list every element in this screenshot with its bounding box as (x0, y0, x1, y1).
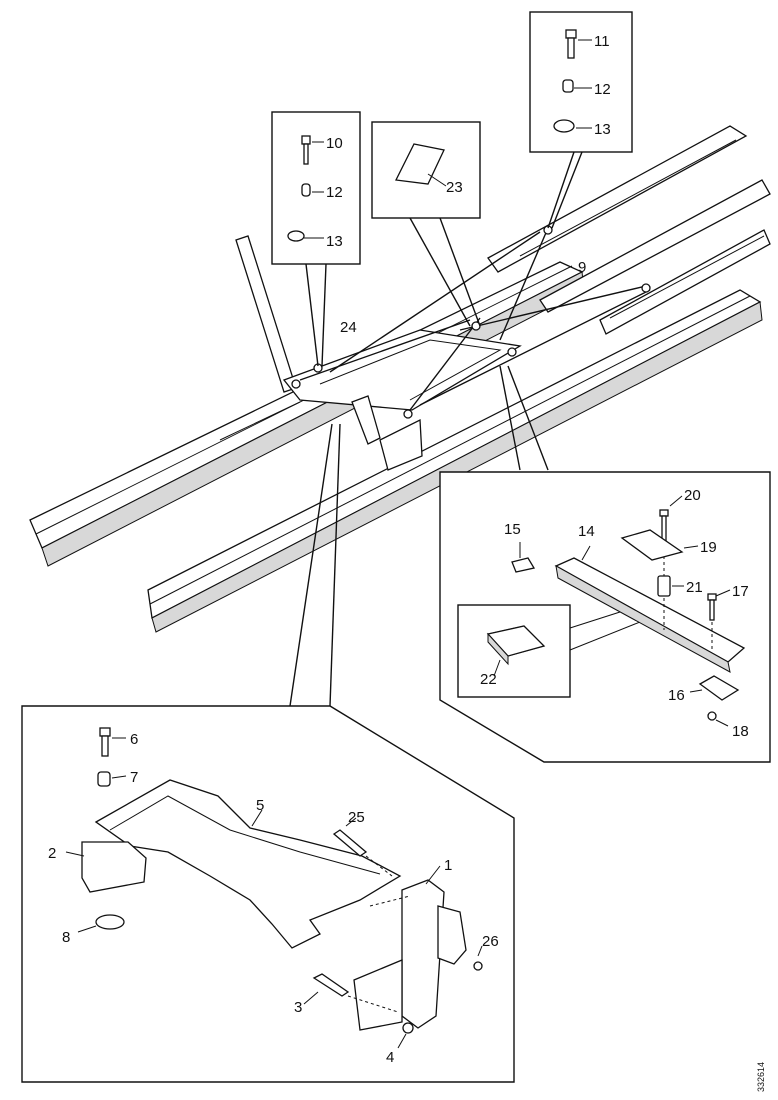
detail-box-support-bracket (21, 423, 515, 1083)
callout-2: 2 (48, 845, 56, 862)
callout-labels: 10 12 13 11 12 13 23 24 9 20 15 14 19 21… (48, 33, 749, 1066)
callout-6: 6 (130, 731, 138, 748)
callout-8: 8 (62, 929, 70, 946)
callout-20: 20 (684, 487, 701, 504)
callout-5: 5 (256, 797, 264, 814)
detail-box-crossmember (439, 365, 771, 763)
callout-3: 3 (294, 999, 302, 1016)
callout-9: 9 (578, 259, 586, 276)
callout-4: 4 (386, 1049, 394, 1066)
callout-13-left: 13 (326, 233, 343, 250)
callout-10: 10 (326, 135, 343, 152)
callout-12-left: 12 (326, 184, 343, 201)
callout-23: 23 (446, 179, 463, 196)
callout-7: 7 (130, 769, 138, 786)
callout-17: 17 (732, 583, 749, 600)
callout-1: 1 (444, 857, 452, 874)
detail-box-plate-23 (371, 121, 481, 327)
callout-15: 15 (504, 521, 521, 538)
chassis-frame (29, 125, 771, 633)
callout-14: 14 (578, 523, 595, 540)
reference-number: 332614 (756, 1062, 766, 1092)
callout-13-right: 13 (594, 121, 611, 138)
detail-box-bolt-11 (529, 11, 633, 229)
callout-26: 26 (482, 933, 499, 950)
callout-24: 24 (340, 319, 357, 336)
callout-22: 22 (480, 671, 497, 688)
callout-21: 21 (686, 579, 703, 596)
detail-box-bolt-10 (271, 111, 361, 367)
callout-18: 18 (732, 723, 749, 740)
callout-25: 25 (348, 809, 365, 826)
callout-16: 16 (668, 687, 685, 704)
callout-12-right: 12 (594, 81, 611, 98)
callout-19: 19 (700, 539, 717, 556)
callout-11: 11 (594, 33, 610, 50)
